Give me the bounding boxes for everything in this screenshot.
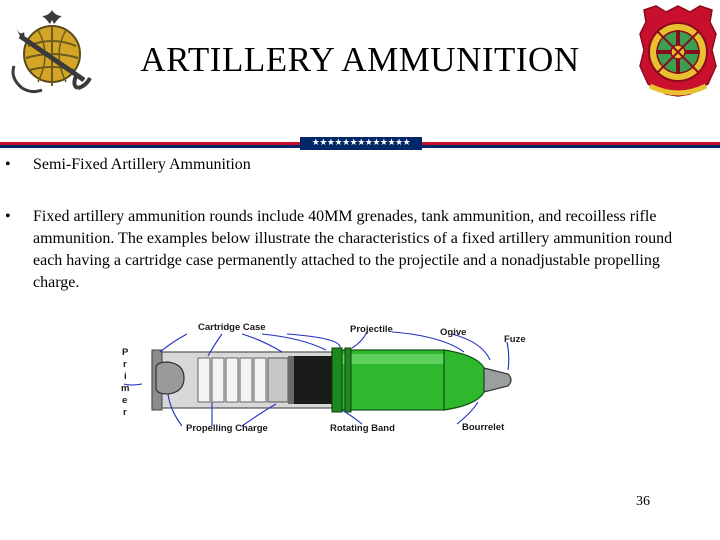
bullet-text: Semi-Fixed Artillery Ammunition: [33, 156, 251, 173]
primer-element: [155, 361, 185, 395]
label-propelling-charge: Propelling Charge: [186, 423, 268, 434]
primer-letter: m: [121, 383, 129, 394]
label-fuze: Fuze: [504, 334, 526, 345]
propellant-grain: [225, 357, 239, 403]
propellant-grain: [253, 357, 267, 403]
projectile-fuze: [483, 367, 512, 393]
bullet-marker: •: [5, 156, 11, 173]
propellant-grain: [267, 357, 289, 403]
primer-letter: e: [122, 395, 127, 406]
primer-letter: r: [123, 407, 127, 418]
projectile-base: [292, 356, 332, 404]
bullet-text: Fixed artillery ammunition rounds includ…: [33, 208, 673, 291]
propellant-grain: [211, 357, 225, 403]
projectile-highlight: [332, 354, 444, 364]
label-cartridge-case: Cartridge Case: [198, 322, 266, 333]
stars-banner: ★★★★★★★★★★★★★: [300, 137, 422, 150]
rotating-band: [331, 347, 343, 413]
case-shading: [288, 356, 294, 404]
propellant-grain: [197, 357, 211, 403]
bullet-marker: •: [5, 208, 11, 225]
projectile-ogive: [443, 349, 487, 411]
rotating-band: [344, 347, 352, 413]
label-ogive: Ogive: [440, 327, 466, 338]
primer-letter: P: [122, 347, 129, 358]
label-rotating-band: Rotating Band: [330, 423, 395, 434]
primer-letter: r: [123, 359, 127, 370]
primer-letter: i: [124, 371, 127, 382]
ammunition-diagram: P r i m e r Cartridge: [121, 322, 526, 434]
slide-title: ARTILLERY AMMUNITION: [140, 40, 580, 79]
label-bourrelet: Bourrelet: [462, 422, 505, 433]
unit-insignia-icon: [639, 5, 717, 97]
label-projectile: Projectile: [350, 324, 393, 335]
propellant-grain: [239, 357, 253, 403]
annotation-lines: [123, 331, 510, 427]
page-number: 36: [636, 494, 650, 509]
globe-anchor-emblem-icon: [11, 10, 92, 94]
